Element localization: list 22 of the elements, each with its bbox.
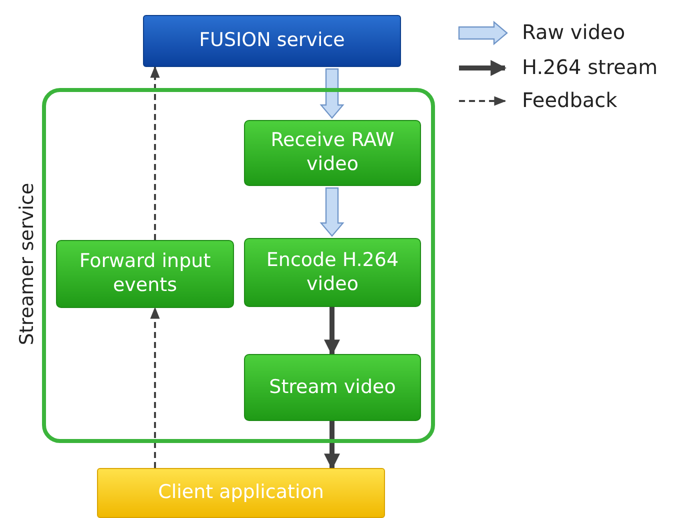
box-label: FUSION service — [199, 29, 345, 53]
container-label: Streamer service — [16, 182, 40, 346]
process-box — [244, 120, 421, 186]
application-box — [97, 468, 385, 518]
arrow — [324, 307, 340, 356]
legend-label: Feedback — [522, 88, 618, 112]
arrow — [320, 187, 344, 237]
box-label: Encode H.264 video — [265, 248, 400, 296]
box-label: Forward input events — [78, 250, 212, 298]
box-label: Client application — [158, 481, 324, 505]
arrow — [324, 421, 340, 470]
process-box — [56, 240, 234, 308]
process-box — [244, 238, 421, 307]
service-box — [143, 15, 401, 67]
arrow — [150, 306, 160, 468]
arrow — [320, 68, 344, 119]
process-box — [244, 354, 421, 421]
legend-label: Raw video — [522, 20, 626, 44]
arrow — [150, 66, 160, 240]
box-label: Receive RAW video — [270, 129, 396, 177]
box-label: Stream video — [269, 376, 396, 400]
legend-label: H.264 stream — [522, 55, 658, 79]
